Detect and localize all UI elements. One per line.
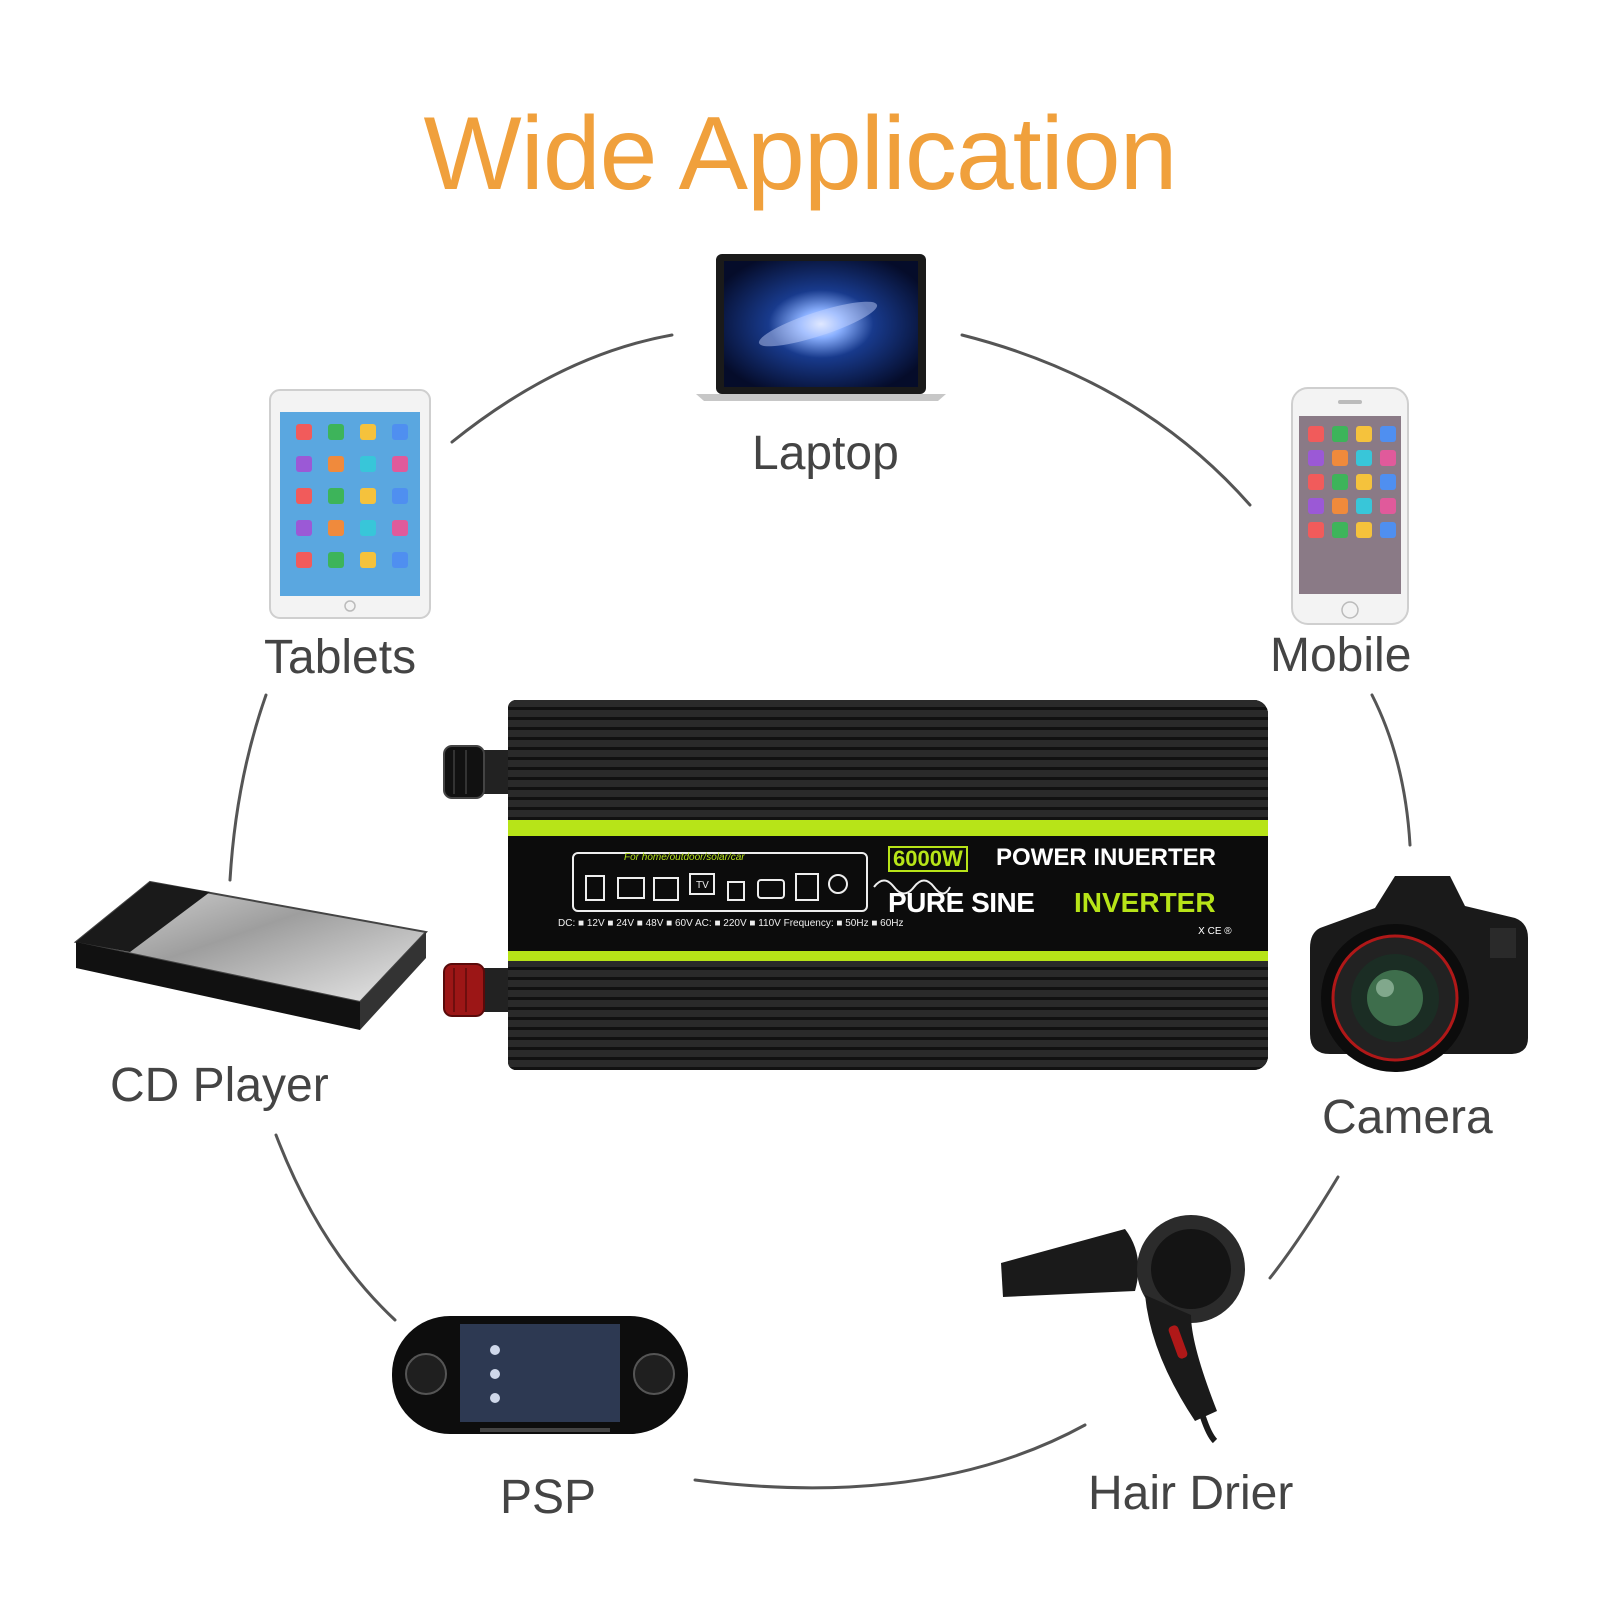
device-label-tablets: Tablets xyxy=(264,631,417,684)
app-tile xyxy=(360,456,376,472)
applications-tag: For home/outdoor/solar/car xyxy=(624,852,745,863)
hair-drier-icon xyxy=(1001,1215,1245,1444)
application-icons-box: For home/outdoor/solar/car TV xyxy=(572,852,868,912)
app-tile xyxy=(392,424,408,440)
arc-tablets-laptop xyxy=(450,333,674,444)
app-tile xyxy=(1308,498,1324,514)
app-tile xyxy=(1356,426,1372,442)
app-tile xyxy=(1380,522,1396,538)
app-tile xyxy=(1380,450,1396,466)
mobile-icon xyxy=(1291,387,1409,625)
arc-laptop-mobile xyxy=(960,333,1252,507)
app-tile xyxy=(296,424,312,440)
app-tile xyxy=(1380,426,1396,442)
cd-player-icon xyxy=(73,880,428,1030)
app-tile xyxy=(1356,450,1372,466)
app-tile xyxy=(328,488,344,504)
device-label-psp: PSP xyxy=(500,1471,597,1524)
app-tile xyxy=(1332,426,1348,442)
arc-cd-psp xyxy=(274,1133,397,1322)
app-tile xyxy=(296,456,312,472)
app-tile xyxy=(392,520,408,536)
app-tile xyxy=(328,552,344,568)
sine-wave-icon xyxy=(873,879,951,895)
wattage-label: 6000W xyxy=(888,846,968,872)
device-label-cd-player: CD Player xyxy=(110,1059,329,1112)
camera-icon xyxy=(1310,876,1528,1072)
app-tile xyxy=(1332,450,1348,466)
app-tile xyxy=(360,520,376,536)
app-tile xyxy=(1332,522,1348,538)
tablet-icon xyxy=(269,389,431,619)
app-tile xyxy=(1308,474,1324,490)
inverter-body: For home/outdoor/solar/car TV DC: xyxy=(508,700,1268,1070)
app-tile xyxy=(1332,474,1348,490)
app-tile xyxy=(1308,450,1324,466)
app-tile xyxy=(1356,522,1372,538)
app-tile xyxy=(392,456,408,472)
power-inverter-label: POWER INUERTER xyxy=(996,844,1217,871)
arc-psp-hair xyxy=(693,1423,1087,1490)
arc-camera-hair xyxy=(1268,1175,1340,1280)
app-tile xyxy=(328,424,344,440)
app-tile xyxy=(296,552,312,568)
page-title: Wide Application xyxy=(423,96,1178,212)
app-tile xyxy=(392,552,408,568)
app-tile xyxy=(1332,498,1348,514)
psp-icon xyxy=(392,1316,688,1434)
device-label-camera: Camera xyxy=(1322,1091,1493,1144)
app-tile xyxy=(360,424,376,440)
app-tile xyxy=(1356,498,1372,514)
app-tile xyxy=(1380,498,1396,514)
device-label-mobile: Mobile xyxy=(1270,629,1412,682)
app-tile xyxy=(360,552,376,568)
spec-line: DC: ■ 12V ■ 24V ■ 48V ■ 60V AC: ■ 220V ■… xyxy=(558,918,904,929)
certification-marks: Ⅹ CE ® xyxy=(1198,926,1232,937)
app-tile xyxy=(1356,474,1372,490)
device-label-laptop: Laptop xyxy=(752,427,899,480)
app-tile xyxy=(392,488,408,504)
app-tile xyxy=(296,488,312,504)
app-tile xyxy=(360,488,376,504)
pure-sine-label: PURE SINE xyxy=(888,887,1035,918)
app-tile xyxy=(1380,474,1396,490)
app-tile xyxy=(328,456,344,472)
tv-label: TV xyxy=(696,880,709,891)
app-tile xyxy=(328,520,344,536)
power-inverter: For home/outdoor/solar/car TV DC: xyxy=(440,700,1270,1070)
device-label-hair-drier: Hair Drier xyxy=(1088,1467,1294,1520)
label-band: For home/outdoor/solar/car TV DC: xyxy=(508,820,1268,961)
appliance-icons: TV xyxy=(585,873,848,901)
inverter-word-label: INVERTER xyxy=(1074,887,1216,918)
arc-tablets-cd xyxy=(228,693,268,882)
app-tile xyxy=(1308,522,1324,538)
app-tile xyxy=(296,520,312,536)
app-tile xyxy=(1308,426,1324,442)
arc-mobile-camera xyxy=(1370,693,1412,847)
laptop-icon xyxy=(696,254,946,401)
